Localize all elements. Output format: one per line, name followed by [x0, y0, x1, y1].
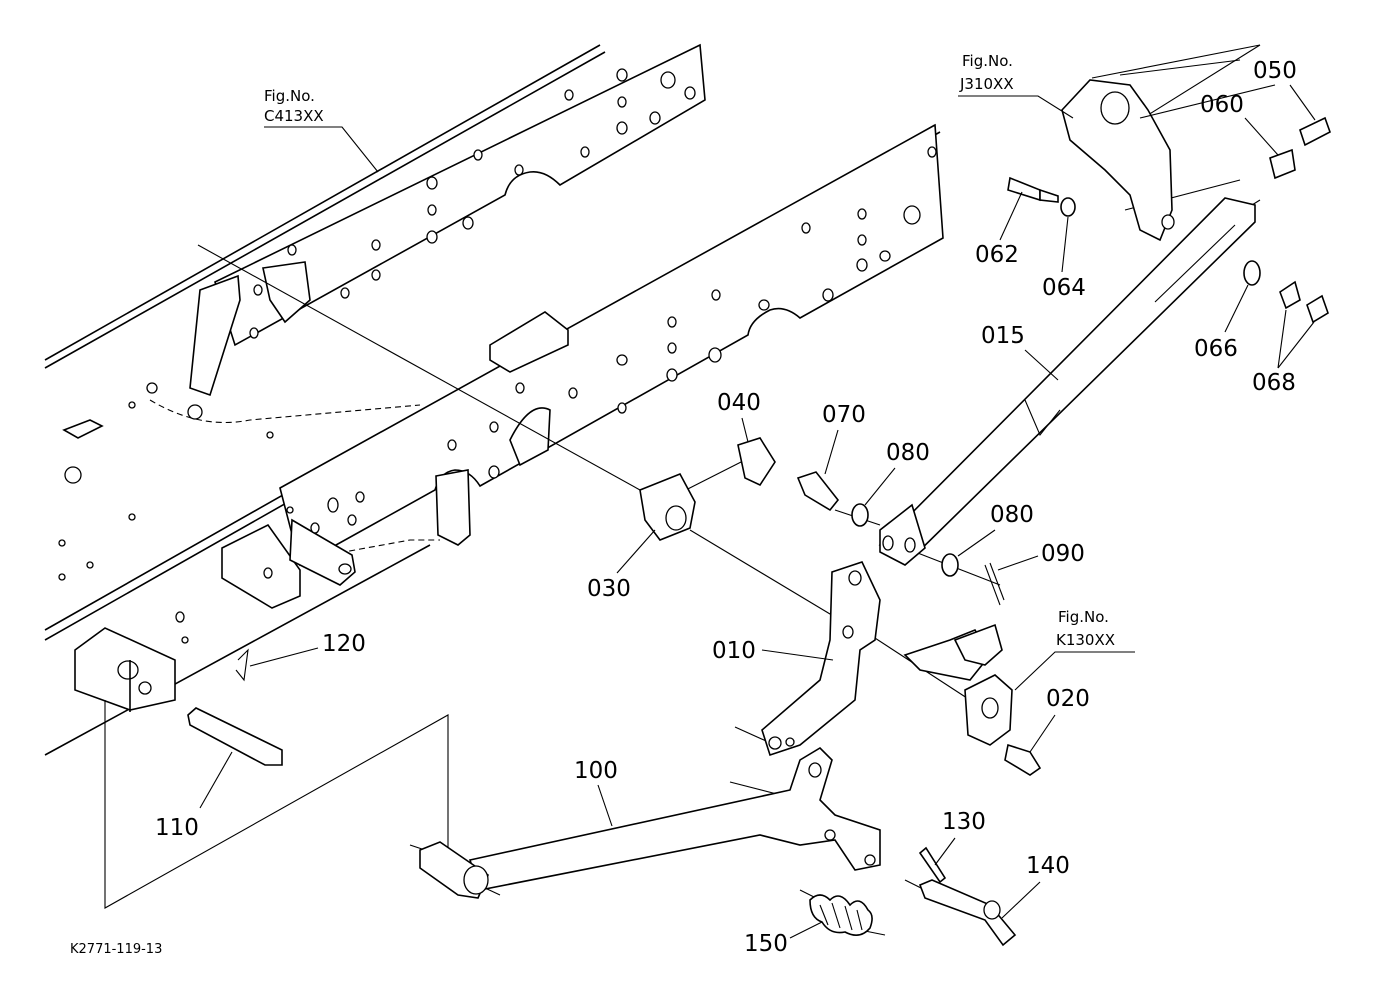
drawing-code: K2771-119-13: [70, 942, 162, 957]
part-label-110: 110: [155, 815, 199, 841]
fig-ref-c413-line2: C413XX: [264, 107, 324, 125]
fig-ref-j310-line1: Fig.No.: [962, 52, 1013, 70]
fig-ref-j310: Fig.No. J310XX: [958, 52, 1074, 119]
frame-holes: [58, 68, 937, 644]
frame-drawing: [44, 43, 944, 756]
part-label-010: 010: [712, 638, 756, 664]
fig-ref-j310-line2: J310XX: [959, 75, 1014, 93]
part-label-080-b: 080: [990, 502, 1034, 528]
part-label-060: 060: [1200, 92, 1244, 118]
part-label-100: 100: [574, 758, 618, 784]
assembly-lines: [104, 44, 1261, 936]
fig-ref-k130-line1: Fig.No.: [1058, 608, 1109, 626]
part-label-064: 064: [1042, 275, 1086, 301]
part-label-020: 020: [1046, 686, 1090, 712]
part-label-090: 090: [1041, 541, 1085, 567]
fig-ref-k130-line2: K130XX: [1056, 631, 1115, 649]
part-label-068: 068: [1252, 370, 1296, 396]
part-drawings: [187, 44, 1331, 947]
part-label-050: 050: [1253, 58, 1297, 84]
part-label-030: 030: [587, 576, 631, 602]
part-label-140: 140: [1026, 853, 1070, 879]
fig-ref-k130: Fig.No. K130XX: [1014, 608, 1135, 691]
part-label-120: 120: [322, 631, 366, 657]
part-label-066: 066: [1194, 336, 1238, 362]
part-label-040: 040: [717, 390, 761, 416]
part-label-015: 015: [981, 323, 1025, 349]
part-label-150: 150: [744, 931, 788, 957]
part-label-130: 130: [942, 809, 986, 835]
part-label-080-a: 080: [886, 440, 930, 466]
part-callouts: 010 015 020 030 040 050 060 062 064 066 …: [155, 58, 1316, 957]
fig-ref-c413: Fig.No. C413XX: [264, 87, 379, 173]
part-label-070: 070: [822, 402, 866, 428]
fig-ref-c413-line1: Fig.No.: [264, 87, 315, 105]
part-label-062: 062: [975, 242, 1019, 268]
